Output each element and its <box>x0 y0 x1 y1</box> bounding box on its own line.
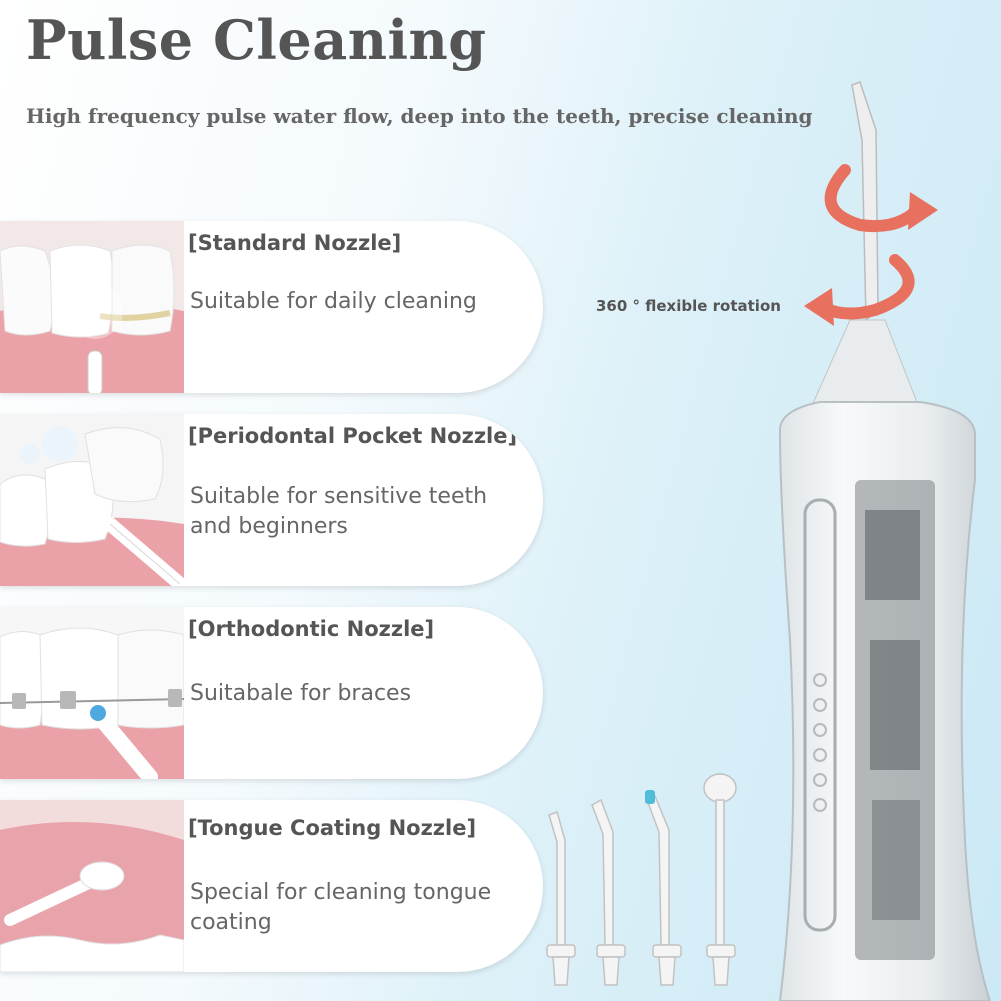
standard-nozzle-illustration <box>0 221 184 393</box>
rotation-arrows-icon <box>804 164 938 326</box>
nozzle-name: [Tongue Coating Nozzle] <box>188 816 477 840</box>
nozzle-card-orthodontic: [Orthodontic Nozzle] Suitabale for brace… <box>0 607 543 779</box>
page-subtitle: High frequency pulse water flow, deep in… <box>26 104 813 128</box>
nozzle-name: [Standard Nozzle] <box>188 231 402 255</box>
page-title: Pulse Cleaning <box>26 8 487 72</box>
orthodontic-nozzle-illustration <box>0 607 184 779</box>
nozzle-card-tongue: [Tongue Coating Nozzle] Special for clea… <box>0 800 543 972</box>
nozzle-description: Suitable for daily cleaning <box>190 289 477 314</box>
nozzle-name: [Orthodontic Nozzle] <box>188 617 435 641</box>
rotation-label: 360 ° flexible rotation <box>596 297 781 315</box>
water-flosser-device <box>778 81 992 1001</box>
nozzle-description: Suitable for sensitive teeth and beginne… <box>190 484 488 539</box>
nozzle-tips-set <box>546 773 737 986</box>
nozzle-description: Suitabale for braces <box>190 681 412 706</box>
nozzle-card-periodontal: [Periodontal Pocket Nozzle] Suitable for… <box>0 414 543 586</box>
tongue-nozzle-illustration <box>0 800 184 972</box>
nozzle-card-standard: [Standard Nozzle] Suitable for daily cle… <box>0 221 543 393</box>
periodontal-nozzle-illustration <box>0 414 184 586</box>
nozzle-description: Special for cleaning tongue coating <box>190 880 492 935</box>
nozzle-name: [Periodontal Pocket Nozzle] <box>188 424 518 448</box>
